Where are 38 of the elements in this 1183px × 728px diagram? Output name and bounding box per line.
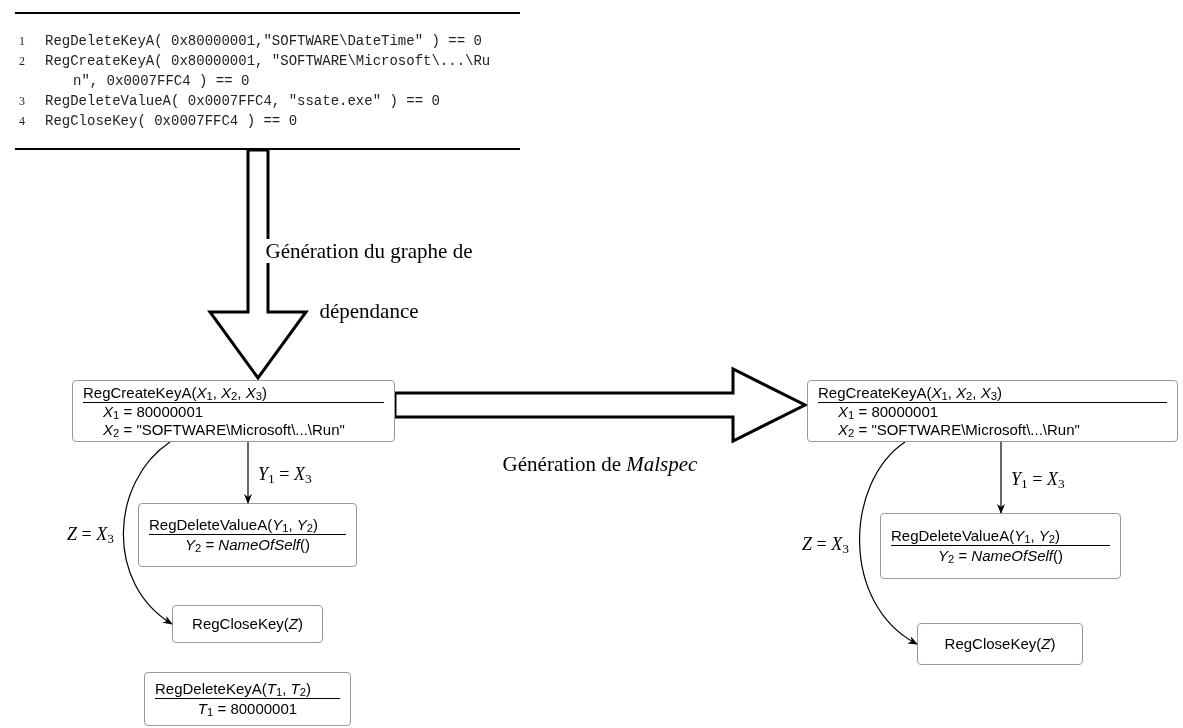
edge-label: Z = X$_{3}$	[800, 534, 851, 554]
parameter-value: X$_{2}$ = "SOFTWARE\Microsoft\...\Run"	[102, 420, 346, 439]
function-call: RegDeleteValueA(Y$_{1}$, Y$_{2}$)	[891, 526, 1110, 546]
function-box	[172, 605, 323, 643]
code-line: RegDeleteKeyA( 0x80000001,"SOFTWARE\DateTime" ) == 0	[45, 32, 483, 51]
parameter-value: Y$_{2}$ = NameOfSelf()	[183, 534, 312, 555]
line-number: 3	[18, 93, 26, 110]
code-line: RegCreateKeyA( 0x80000001, "SOFTWARE\Microsoft\...\Run", 0x0007FFC4 ) == 0	[45, 52, 492, 91]
function-call: RegCloseKey(Z)	[191, 615, 304, 633]
parameter-value: X$_{1}$ = 80000001	[102, 402, 205, 421]
function-call: RegCloseKey(Z)	[943, 635, 1057, 653]
function-box	[807, 380, 1178, 442]
parameter-value: X$_{1}$ = 80000001	[837, 402, 940, 421]
parameter-value: T$_{1}$ = 80000001	[196, 698, 299, 719]
arrow	[859, 441, 918, 645]
function-box	[144, 672, 351, 726]
code-listing	[15, 12, 520, 150]
parameter-value: X$_{2}$ = "SOFTWARE\Microsoft\...\Run"	[837, 420, 1081, 439]
function-call: RegDeleteKeyA(T$_{1}$, T$_{2}$)	[155, 679, 340, 699]
code-line: RegCloseKey( 0x0007FFC4 ) == 0	[45, 112, 299, 131]
arrow	[122, 441, 173, 625]
block-arrow	[393, 366, 809, 444]
function-call: RegCreateKeyA(X$_{1}$, X$_{2}$, X$_{3}$)	[818, 383, 1167, 403]
function-call: RegDeleteValueA(Y$_{1}$, Y$_{2}$)	[149, 515, 346, 535]
block-arrow	[207, 148, 309, 381]
arrow	[997, 441, 1005, 514]
parameter-value: Y$_{2}$ = NameOfSelf()	[936, 545, 1065, 566]
line-number: 4	[18, 113, 26, 130]
arrow	[244, 441, 252, 504]
line-number: 1	[18, 33, 26, 50]
function-box	[917, 623, 1083, 665]
line-number: 2	[18, 53, 26, 70]
function-box	[138, 503, 357, 567]
function-box	[72, 380, 395, 442]
edge-label: Z = X$_{3}$	[65, 524, 116, 544]
code-line: RegDeleteValueA( 0x0007FFC4, "ssate.exe" ) == 0	[45, 92, 441, 111]
function-call: RegCreateKeyA(X$_{1}$, X$_{2}$, X$_{3}$)	[83, 383, 384, 403]
function-box	[880, 513, 1121, 579]
